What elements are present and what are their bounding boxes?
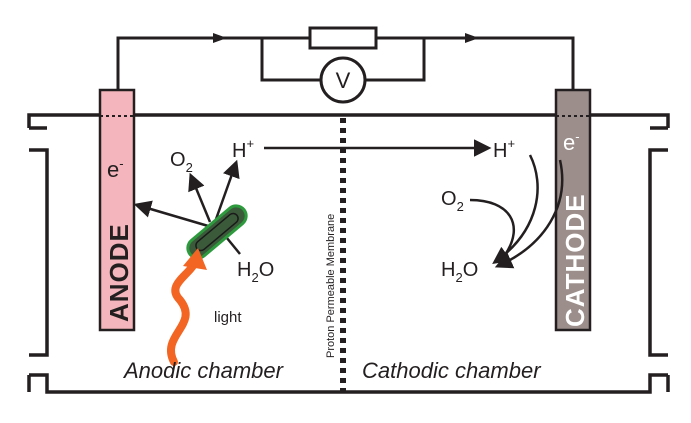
anodic-h-plus-label: H+ [232,136,254,162]
anode-electrode [98,88,136,332]
cathodic-chamber-label: Cathodic chamber [362,358,542,383]
resistor [308,26,378,50]
anode-label: ANODE [104,223,134,322]
cathodic-o2-label: O2 [441,188,464,214]
anodic-o2-label: O2 [170,149,193,175]
anodic-h2o-label: H2O [237,259,274,285]
light-arrow [167,258,199,366]
chamber-walls [27,113,670,394]
light-label: light [214,309,242,326]
voltmeter [319,56,367,104]
cathode-electron-label: e- [563,129,580,155]
cathode-label: CATHODE [560,193,590,327]
external-circuit [116,26,575,104]
cathodic-h2o-label: H2O [441,259,478,285]
voltmeter-label: V [336,68,351,93]
cathodic-h-plus-label: H+ [493,136,515,162]
current-arrow-left [213,33,227,43]
electron-arrow [133,200,216,230]
current-arrow-right [465,33,479,43]
cathode-electrode [554,88,592,332]
light-arrow-head [183,248,207,270]
membrane-label: Proton Permeable Membrane [325,214,337,358]
anodic-chamber-label: Anodic chamber [122,358,285,383]
cathodic-o2-arrow [469,198,516,256]
anode-electron-label: e- [107,156,124,182]
h-plus-arrow [213,159,240,223]
o2-arrow [188,172,212,223]
microbial-cell [186,204,248,260]
cathodic-electron-arrow [494,159,564,269]
cathodic-arrows [469,154,564,269]
